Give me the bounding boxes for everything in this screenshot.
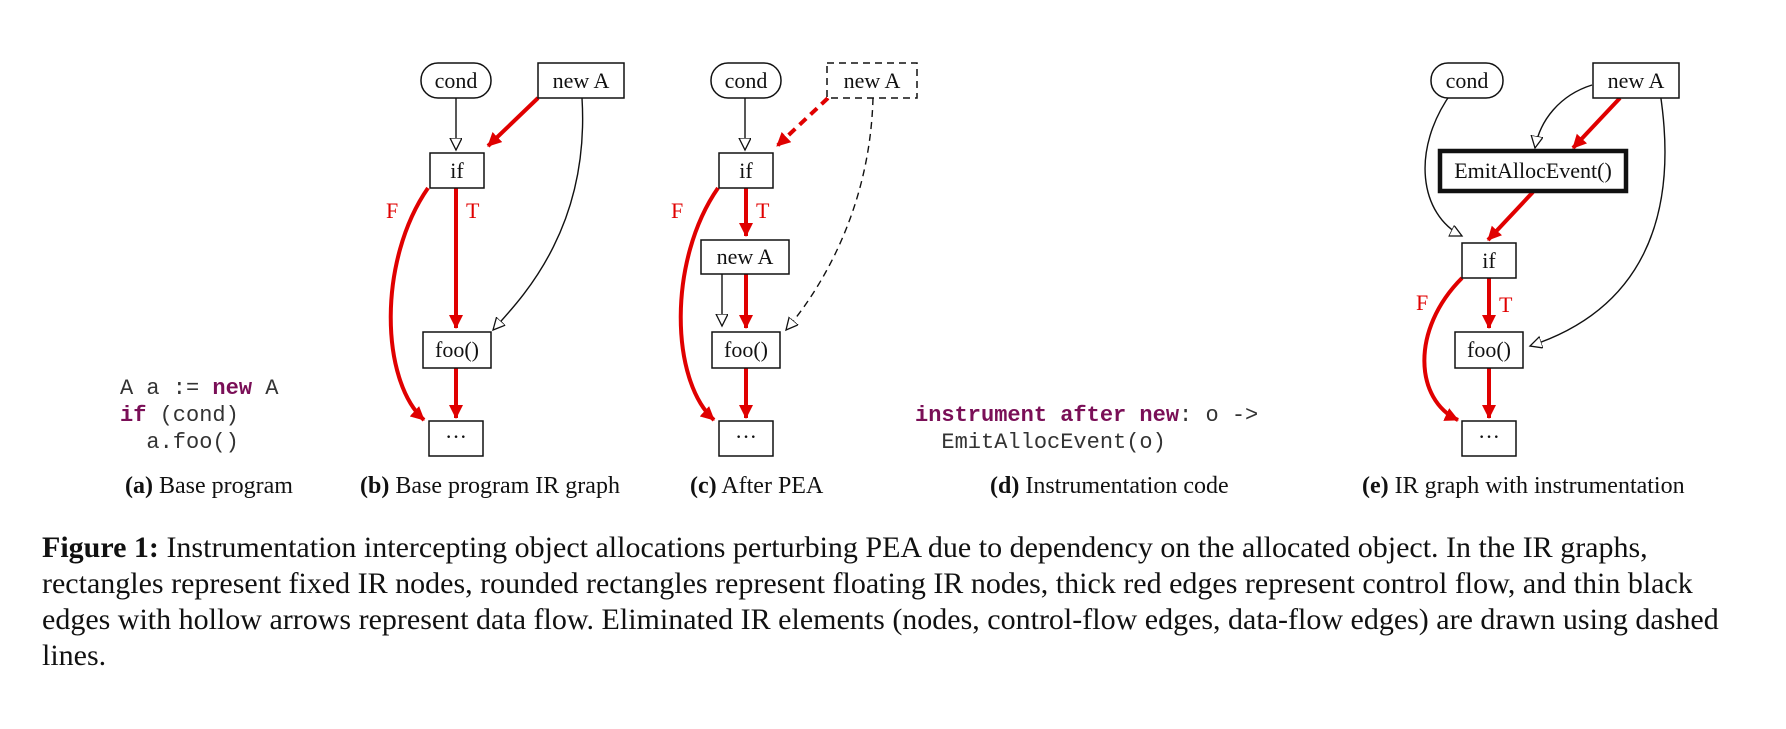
subcaption-d: (d) Instrumentation code bbox=[990, 473, 1229, 499]
node-emit-alloc-event-label: EmitAllocEvent() bbox=[1454, 158, 1612, 183]
panel-d-instrumentation-code: instrument after new: o -> EmitAllocEven… bbox=[915, 403, 1258, 499]
node-foo bbox=[1454, 331, 1524, 369]
panel-e-ir-graph-instrumentation: cond new A EmitAllocEvent() if foo() ···… bbox=[1362, 62, 1685, 499]
node-emit-alloc-event bbox=[1437, 148, 1629, 194]
figure-caption-label: Figure 1: bbox=[42, 531, 159, 564]
node-newA bbox=[537, 62, 625, 99]
data-edge-cond-if bbox=[1424, 91, 1462, 236]
node-newA-label: new A bbox=[1608, 68, 1665, 93]
instrument-line-2: EmitAllocEvent(o) bbox=[915, 430, 1166, 455]
node-end-label: ··· bbox=[1478, 424, 1500, 449]
control-edge-if-end-F bbox=[1422, 276, 1464, 422]
node-cond-label: cond bbox=[725, 68, 768, 93]
edge-label-T: T bbox=[1499, 292, 1513, 317]
edge-label-F: F bbox=[671, 198, 683, 223]
figure-caption: Figure 1: Instrumentation intercepting o… bbox=[42, 530, 1742, 674]
edge-label-T: T bbox=[756, 198, 770, 223]
node-newA-label: new A bbox=[553, 68, 610, 93]
subcaption-a: (a) Base program bbox=[125, 473, 293, 499]
node-foo bbox=[422, 331, 492, 369]
node-end-label: ··· bbox=[735, 424, 757, 449]
edge-label-T: T bbox=[466, 198, 480, 223]
node-end-label: ··· bbox=[445, 424, 467, 449]
subcaption-c: (c) After PEA bbox=[690, 473, 824, 499]
control-edge-newA-if-dashed bbox=[775, 96, 830, 148]
node-end bbox=[1461, 420, 1517, 457]
node-end bbox=[428, 420, 484, 457]
node-foo-label: foo() bbox=[1467, 337, 1511, 362]
code-line-1: A a := new A bbox=[120, 376, 279, 401]
code-line-3: a.foo() bbox=[120, 430, 239, 455]
node-foo bbox=[711, 331, 781, 369]
edge-label-F: F bbox=[386, 198, 398, 223]
data-edge-newA-foo bbox=[493, 97, 584, 330]
subcaption-b: (b) Base program IR graph bbox=[360, 473, 620, 499]
node-newA bbox=[700, 239, 790, 275]
data-edge-newA-emit bbox=[1535, 84, 1593, 148]
node-if-label: if bbox=[739, 158, 753, 183]
node-if bbox=[429, 152, 485, 189]
node-newA-eliminated-label: new A bbox=[844, 68, 901, 93]
panel-b-ir-graph: cond new A if foo() ··· F T (b) Base pro… bbox=[360, 62, 625, 499]
node-newA-label: new A bbox=[717, 244, 774, 269]
node-foo-label: foo() bbox=[435, 337, 479, 362]
control-edge-newA-emit bbox=[1571, 96, 1622, 150]
data-edge-newA-foo-dashed bbox=[786, 97, 874, 330]
node-newA bbox=[1592, 62, 1680, 99]
node-if-label: if bbox=[1482, 248, 1496, 273]
node-end bbox=[718, 420, 774, 457]
panel-a-base-program: A a := new A if (cond) a.foo() (a) Base … bbox=[120, 376, 293, 499]
subcaption-e: (e) IR graph with instrumentation bbox=[1362, 473, 1685, 499]
node-newA-eliminated bbox=[826, 62, 918, 99]
node-foo-label: foo() bbox=[724, 337, 768, 362]
node-cond-label: cond bbox=[1446, 68, 1489, 93]
code-line-2: if (cond) bbox=[120, 403, 239, 428]
panel-c-after-pea: cond new A if new A foo() ··· F T (c) Af… bbox=[671, 62, 918, 499]
node-cond bbox=[1430, 62, 1504, 99]
node-cond-label: cond bbox=[435, 68, 478, 93]
control-edge-if-end-F bbox=[388, 186, 430, 422]
control-edge-emit-if bbox=[1486, 190, 1535, 242]
instrument-line-1: instrument after new: o -> bbox=[915, 403, 1258, 428]
control-edge-if-end-F bbox=[678, 186, 720, 422]
node-if bbox=[1461, 242, 1517, 279]
node-cond bbox=[420, 62, 492, 99]
data-edge-newA-foo bbox=[1530, 91, 1666, 346]
edge-label-F: F bbox=[1416, 290, 1428, 315]
figure-caption-text: Instrumentation intercepting object allo… bbox=[42, 531, 1719, 672]
control-edge-newA-if bbox=[486, 96, 540, 148]
node-if bbox=[718, 152, 774, 189]
node-if-label: if bbox=[450, 158, 464, 183]
figure-1: A a := new A if (cond) a.foo() (a) Base … bbox=[120, 62, 1685, 499]
node-cond bbox=[710, 62, 782, 99]
